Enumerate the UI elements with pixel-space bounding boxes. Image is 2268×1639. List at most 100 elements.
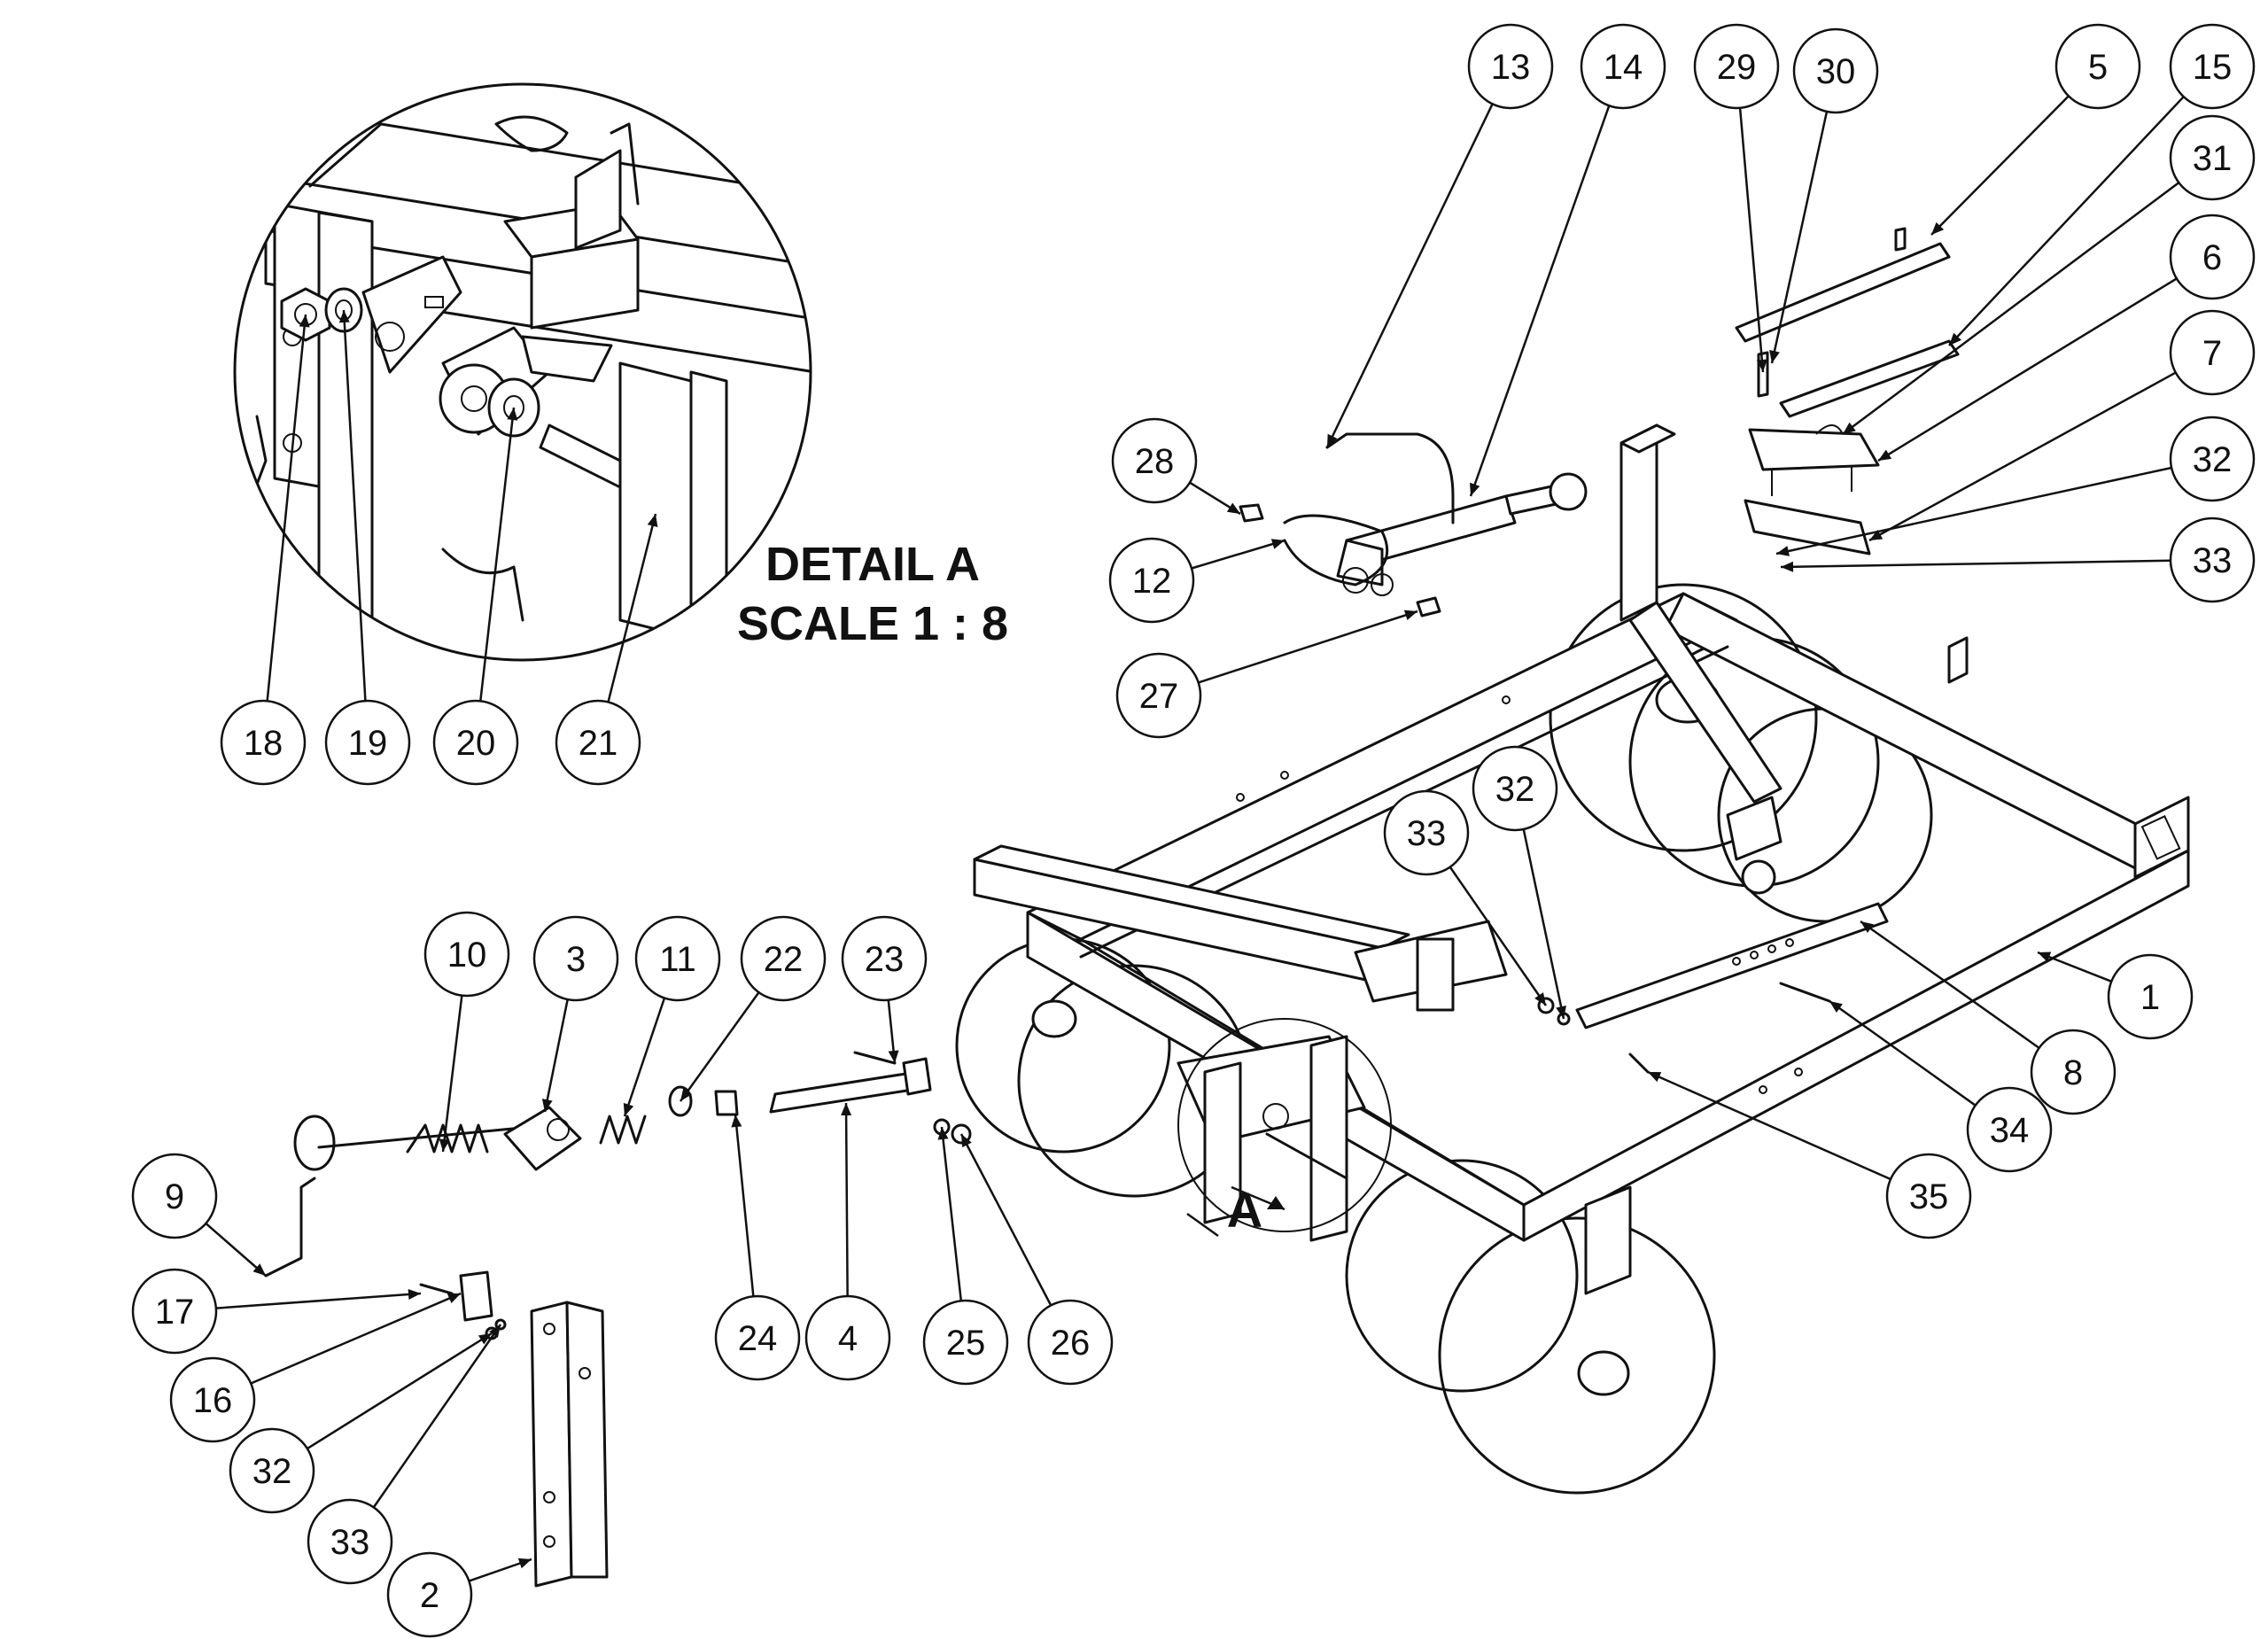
- callout-balloon: [2169, 416, 2256, 502]
- callout-label-33: 33: [2193, 541, 2233, 580]
- clip-31: [1815, 424, 1844, 435]
- callout-label-24: 24: [738, 1319, 778, 1358]
- callout-balloon: [386, 1551, 473, 1638]
- callout-balloon: [555, 699, 641, 786]
- leader-arrowhead: [731, 1115, 742, 1128]
- callout-balloon: [1580, 23, 1666, 110]
- detail-scale: SCALE 1 : 8: [737, 597, 1008, 650]
- leader-arrowhead: [961, 1134, 972, 1148]
- tube-4: [769, 1057, 932, 1114]
- leader-arrowhead: [1270, 539, 1285, 549]
- callout-label-25: 25: [946, 1324, 986, 1363]
- leader-arrowhead: [1648, 1072, 1662, 1083]
- leader-arrowhead: [489, 1324, 501, 1338]
- leader-arrowhead: [1869, 530, 1884, 540]
- callout-balloon: [131, 1268, 218, 1355]
- hydraulic-cylinder: [1336, 472, 1588, 596]
- callout-balloon: [634, 915, 721, 1002]
- leader-line: [940, 1126, 963, 1301]
- crank-9: [264, 1115, 551, 1278]
- callout-balloon: [2169, 309, 2256, 396]
- leader-line: [1770, 111, 1829, 364]
- leader-line: [1948, 96, 2185, 346]
- callout-label-32: 32: [252, 1452, 292, 1491]
- leader-arrowhead: [1756, 359, 1767, 372]
- leader-arrowhead: [299, 315, 310, 328]
- leader-arrowhead: [338, 310, 350, 323]
- leader-arrowhead: [1556, 1006, 1566, 1019]
- callout-label-4: 4: [838, 1319, 858, 1358]
- detail-title: DETAIL A: [765, 538, 980, 591]
- leader-line: [1775, 466, 2172, 555]
- leader-line: [607, 513, 657, 703]
- leader-line: [679, 991, 760, 1102]
- leader-line: [959, 1133, 1052, 1306]
- leader-arrowhead: [888, 1050, 899, 1063]
- leader-line: [734, 1114, 755, 1297]
- callout-balloon: [714, 1294, 801, 1381]
- leader-line: [1647, 1070, 1891, 1181]
- callout-balloon: [1885, 1153, 1972, 1239]
- callout-label-33: 33: [330, 1523, 370, 1562]
- leader-line: [307, 1332, 493, 1450]
- plate-15: [1779, 339, 1960, 418]
- callout-balloon: [1111, 417, 1198, 504]
- callout-balloon: [2107, 953, 2194, 1040]
- leader-line: [1325, 103, 1494, 448]
- leader-line: [372, 1324, 502, 1509]
- leader-arrowhead: [1769, 350, 1780, 363]
- callout-balloon: [1792, 27, 1879, 114]
- callout-balloon: [1467, 23, 1554, 110]
- callout-label-32: 32: [2193, 440, 2233, 479]
- leader-arrowhead: [2038, 952, 2052, 962]
- leader-arrowhead: [1327, 433, 1338, 447]
- callout-label-27: 27: [1139, 677, 1179, 716]
- callout-balloon: [740, 915, 827, 1002]
- leader-line: [1198, 610, 1418, 684]
- leader-arrowhead: [680, 1088, 693, 1101]
- leader-line: [1930, 95, 2070, 236]
- leader-arrowhead: [541, 1099, 553, 1112]
- leader-arrowhead: [478, 1333, 492, 1345]
- callout-balloon: [2169, 214, 2256, 300]
- callout-label-15: 15: [2193, 48, 2233, 87]
- plate-8: [1575, 902, 1889, 1029]
- callout-label-17: 17: [155, 1293, 195, 1332]
- leader-line: [266, 314, 307, 702]
- leader-arrowhead: [1470, 482, 1480, 496]
- callout-label-33: 33: [1407, 814, 1447, 853]
- callout-label-26: 26: [1051, 1324, 1091, 1363]
- leader-line: [342, 309, 367, 702]
- callout-balloon: [1693, 23, 1780, 110]
- pin-29: [1757, 351, 1769, 398]
- callout-balloon: [220, 699, 307, 786]
- leader-arrowhead: [1534, 992, 1546, 1006]
- leader-arrowhead: [1860, 921, 1874, 933]
- callout-label-29: 29: [1717, 48, 1757, 87]
- leader-line: [1842, 182, 2180, 436]
- callout-label-8: 8: [2063, 1053, 2083, 1092]
- callout-balloon: [307, 1498, 393, 1585]
- callout-balloon: [1027, 1299, 1114, 1386]
- leader-arrowhead: [937, 1127, 949, 1140]
- callout-balloon: [1383, 789, 1470, 876]
- callout-label-2: 2: [420, 1576, 439, 1615]
- callout-label-21: 21: [579, 724, 618, 763]
- callout-balloon: [2169, 517, 2256, 603]
- leader-line: [1469, 105, 1611, 497]
- bolt-23: [853, 1051, 897, 1065]
- leader-line: [1780, 559, 2171, 569]
- callout-balloon: [841, 915, 928, 1002]
- view-label: A: [1227, 1182, 1262, 1238]
- leader-arrowhead: [439, 1138, 450, 1152]
- callout-balloon: [2054, 23, 2141, 110]
- callout-label-31: 31: [2193, 139, 2233, 178]
- callout-label-16: 16: [193, 1381, 233, 1420]
- leader-arrowhead: [1931, 221, 1945, 235]
- leader-arrowhead: [1776, 546, 1790, 556]
- leader-arrowhead: [507, 408, 518, 421]
- frame-assembly: [955, 423, 2190, 1495]
- leader-line: [1829, 999, 1977, 1107]
- spring-10: [406, 1123, 489, 1154]
